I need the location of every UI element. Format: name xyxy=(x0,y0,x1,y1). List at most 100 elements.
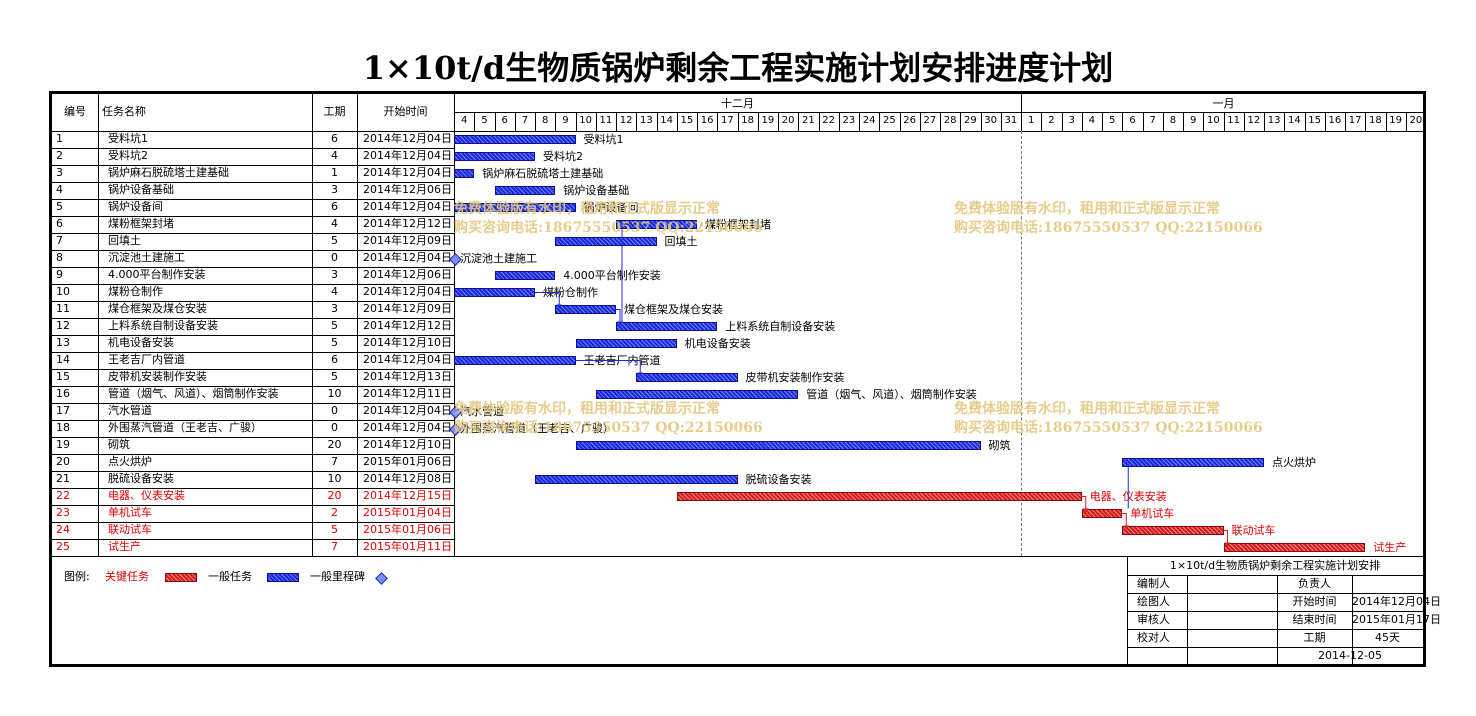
row-divider xyxy=(52,403,454,404)
critical-task-bar xyxy=(1223,543,1366,552)
day-header: 6 xyxy=(501,115,508,126)
task-duration: 7 xyxy=(331,455,338,468)
task-start: 2014年12月04日 xyxy=(363,285,452,298)
day-header: 11 xyxy=(1227,115,1240,126)
day-divider xyxy=(1081,113,1083,131)
task-id: 20 xyxy=(56,455,70,468)
day-divider xyxy=(1365,113,1367,131)
bar-label: 电器、仪表安装 xyxy=(1089,490,1167,503)
day-divider xyxy=(1223,113,1225,131)
bar-label: 汽水管道 xyxy=(460,405,504,418)
row-divider xyxy=(52,420,454,421)
day-header: 30 xyxy=(984,115,997,126)
task-name: 煤粉仓制作 xyxy=(108,285,163,298)
day-divider xyxy=(1264,113,1265,131)
day-header: 19 xyxy=(761,115,775,126)
day-divider xyxy=(494,113,496,131)
task-id: 1 xyxy=(56,132,63,145)
day-header: 13 xyxy=(1267,115,1281,126)
legend-label: 图例: xyxy=(64,570,90,583)
day-divider xyxy=(1183,113,1184,131)
task-start: 2014年12月04日 xyxy=(363,421,452,434)
task-id: 21 xyxy=(56,472,70,485)
day-header: 13 xyxy=(640,115,653,126)
day-divider xyxy=(1345,113,1346,131)
task-start: 2014年12月09日 xyxy=(363,302,452,315)
bar-label: 锅炉设备基础 xyxy=(563,184,630,197)
row-divider xyxy=(52,216,454,217)
task-name: 锅炉设备间 xyxy=(108,200,163,213)
day-header: 15 xyxy=(680,115,694,126)
day-divider xyxy=(1405,113,1407,131)
day-header: 5 xyxy=(1108,115,1116,126)
chart-bottom-line xyxy=(52,556,1423,557)
task-bar xyxy=(555,237,657,246)
row-divider xyxy=(52,386,454,387)
task-duration: 4 xyxy=(331,217,338,230)
dependency-link xyxy=(616,309,621,322)
info-start-label: 开始时间 xyxy=(1292,595,1337,608)
bar-label: 煤粉框架封堵 xyxy=(705,218,771,231)
task-name: 联动试车 xyxy=(108,523,152,536)
column-divider xyxy=(312,94,313,556)
bar-label: 砌筑 xyxy=(988,439,1011,452)
info-checker-label: 校对人 xyxy=(1137,631,1170,644)
bar-label: 脱硫设备安装 xyxy=(745,473,812,486)
task-name: 单机试车 xyxy=(108,506,152,519)
task-name: 王老吉厂内管道 xyxy=(108,353,185,366)
task-name: 皮带机安装制作安装 xyxy=(108,370,207,383)
day-header: 8 xyxy=(1169,115,1177,126)
header-divider xyxy=(454,112,1423,113)
day-header: 7 xyxy=(1149,115,1156,126)
info-box-border xyxy=(1127,556,1128,664)
day-divider xyxy=(535,113,536,131)
day-header: 18 xyxy=(1369,115,1382,126)
task-id: 23 xyxy=(56,506,70,519)
task-id: 24 xyxy=(56,523,70,536)
bar-label: 煤粉仓制作 xyxy=(543,286,598,299)
info-start-value: 2014年12月04日 xyxy=(1352,595,1441,608)
task-bar xyxy=(454,135,576,144)
task-name: 煤仓框架及煤仓安装 xyxy=(108,302,207,315)
task-duration: 3 xyxy=(331,302,338,315)
task-id: 7 xyxy=(56,234,63,247)
row-divider xyxy=(52,539,454,540)
bar-label: 4.000平台制作安装 xyxy=(563,269,661,282)
row-divider xyxy=(52,165,454,166)
info-col-line xyxy=(1277,575,1278,665)
day-divider xyxy=(1142,113,1144,131)
day-divider xyxy=(980,113,982,131)
day-header: 20 xyxy=(781,115,795,126)
day-header: 8 xyxy=(541,115,549,126)
row-divider xyxy=(52,352,454,353)
day-header: 3 xyxy=(1068,115,1075,126)
bar-label: 锅炉麻石脱硫塔土建基础 xyxy=(482,167,604,180)
task-bar xyxy=(575,339,677,348)
task-bar xyxy=(616,322,718,331)
day-header: 16 xyxy=(700,115,714,126)
task-id: 18 xyxy=(56,421,70,434)
day-divider xyxy=(1203,113,1205,131)
critical-task-bar xyxy=(1122,526,1224,535)
day-header: 14 xyxy=(1288,115,1301,126)
task-name: 锅炉麻石脱硫塔土建基础 xyxy=(108,166,229,179)
day-header: 26 xyxy=(903,115,916,126)
info-owner-label: 负责人 xyxy=(1298,577,1331,590)
info-duration-value: 45天 xyxy=(1375,631,1400,644)
day-header: 31 xyxy=(1004,115,1018,126)
day-divider xyxy=(1041,113,1043,131)
info-reviewer-label: 审核人 xyxy=(1137,613,1170,626)
task-id: 13 xyxy=(56,336,70,349)
task-bar xyxy=(494,186,556,195)
day-header: 5 xyxy=(481,115,488,126)
legend-milestone-label: 一般里程碑 xyxy=(310,570,365,583)
task-duration: 20 xyxy=(327,489,342,502)
task-bar xyxy=(494,271,556,280)
day-header: 9 xyxy=(1189,115,1197,126)
legend-critical-swatch xyxy=(165,573,197,582)
task-duration: 0 xyxy=(331,421,338,434)
info-duration-label: 工期 xyxy=(1303,631,1326,644)
header-bottom-line xyxy=(52,131,1423,132)
day-divider xyxy=(616,113,617,131)
day-divider xyxy=(514,113,516,131)
